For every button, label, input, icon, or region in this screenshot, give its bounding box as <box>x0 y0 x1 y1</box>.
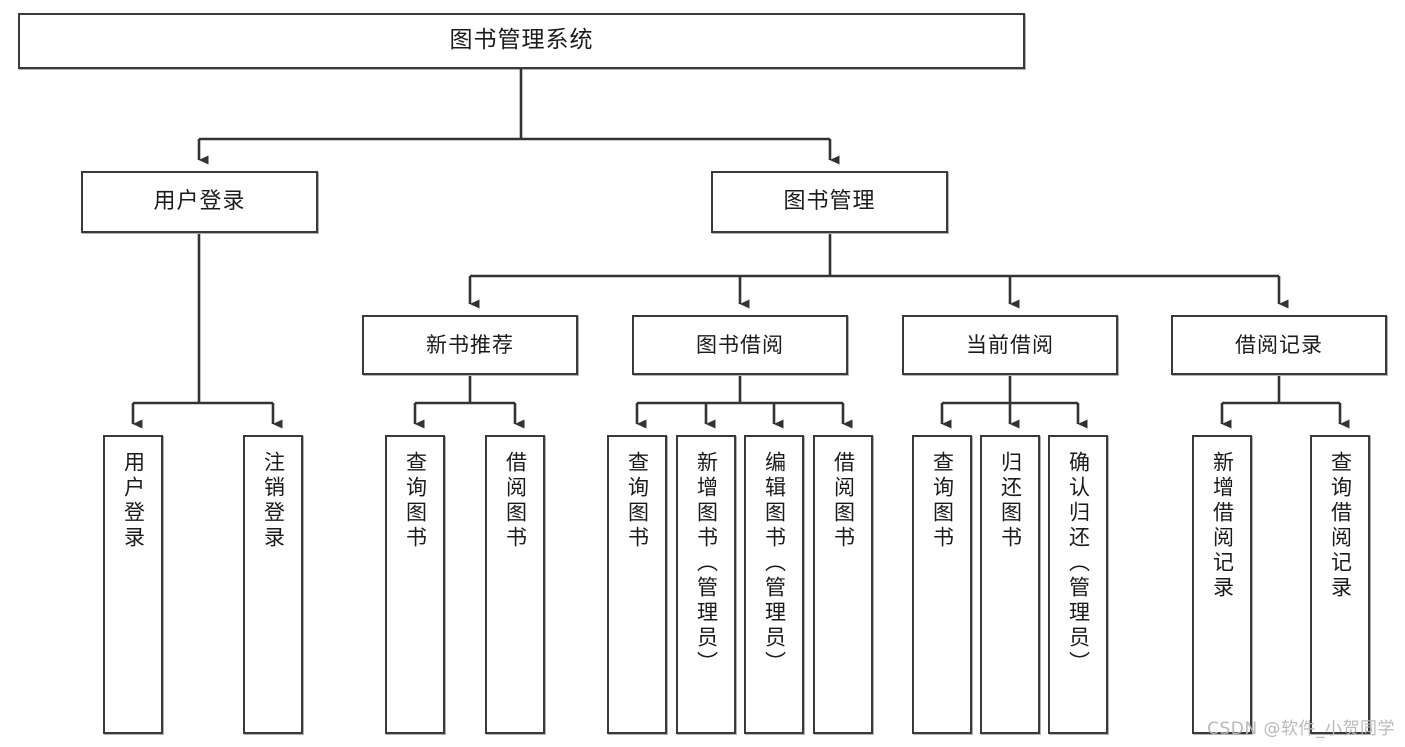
leaf-user-login-1[interactable]: 注销登录 <box>243 435 303 734</box>
leaf-book-borrow-2-label: 编辑图书（管理员） <box>762 451 787 676</box>
leaf-current-borrow-1-label: 归还图书 <box>998 451 1023 551</box>
node-user-login-label: 用户登录 <box>153 189 246 215</box>
leaf-book-borrow-0-label: 查询图书 <box>625 451 650 551</box>
leaf-borrow-record-0[interactable]: 新增借阅记录 <box>1192 435 1252 734</box>
leaf-borrow-record-1[interactable]: 查询借阅记录 <box>1310 435 1370 734</box>
node-borrow-record-label: 借阅记录 <box>1235 332 1323 357</box>
node-book-manage-label: 图书管理 <box>783 189 876 215</box>
leaf-book-borrow-1-label: 新增图书（管理员） <box>694 451 719 676</box>
leaf-new-book-1-label: 借阅图书 <box>503 451 528 551</box>
node-book-manage[interactable]: 图书管理 <box>711 171 948 233</box>
node-root-label: 图书管理系统 <box>449 27 594 54</box>
leaf-book-borrow-0[interactable]: 查询图书 <box>607 435 667 734</box>
leaf-new-book-1[interactable]: 借阅图书 <box>485 435 545 734</box>
leaf-book-borrow-2[interactable]: 编辑图书（管理员） <box>744 435 804 734</box>
node-current-borrow[interactable]: 当前借阅 <box>902 315 1118 375</box>
node-borrow-record[interactable]: 借阅记录 <box>1171 315 1387 375</box>
leaf-new-book-0-label: 查询图书 <box>403 451 428 551</box>
leaf-current-borrow-2[interactable]: 确认归还（管理员） <box>1048 435 1108 734</box>
leaf-book-borrow-1[interactable]: 新增图书（管理员） <box>676 435 736 734</box>
node-user-login[interactable]: 用户登录 <box>81 171 318 233</box>
leaf-current-borrow-2-label: 确认归还（管理员） <box>1066 451 1091 676</box>
node-current-borrow-label: 当前借阅 <box>966 332 1054 357</box>
node-book-borrow-label: 图书借阅 <box>696 332 784 357</box>
leaf-book-borrow-3[interactable]: 借阅图书 <box>813 435 873 734</box>
node-book-borrow[interactable]: 图书借阅 <box>632 315 848 375</box>
node-root[interactable]: 图书管理系统 <box>18 13 1025 69</box>
leaf-new-book-0[interactable]: 查询图书 <box>385 435 445 734</box>
node-new-book-recommend-label: 新书推荐 <box>426 332 514 357</box>
leaf-user-login-0[interactable]: 用户登录 <box>103 435 163 734</box>
leaf-current-borrow-0-label: 查询图书 <box>930 451 955 551</box>
leaf-user-login-1-label: 注销登录 <box>261 451 286 551</box>
leaf-borrow-record-1-label: 查询借阅记录 <box>1328 451 1353 601</box>
leaf-book-borrow-3-label: 借阅图书 <box>831 451 856 551</box>
leaf-current-borrow-0[interactable]: 查询图书 <box>912 435 972 734</box>
node-new-book-recommend[interactable]: 新书推荐 <box>362 315 578 375</box>
leaf-current-borrow-1[interactable]: 归还图书 <box>980 435 1040 734</box>
leaf-borrow-record-0-label: 新增借阅记录 <box>1210 451 1235 601</box>
leaf-user-login-0-label: 用户登录 <box>121 451 146 551</box>
